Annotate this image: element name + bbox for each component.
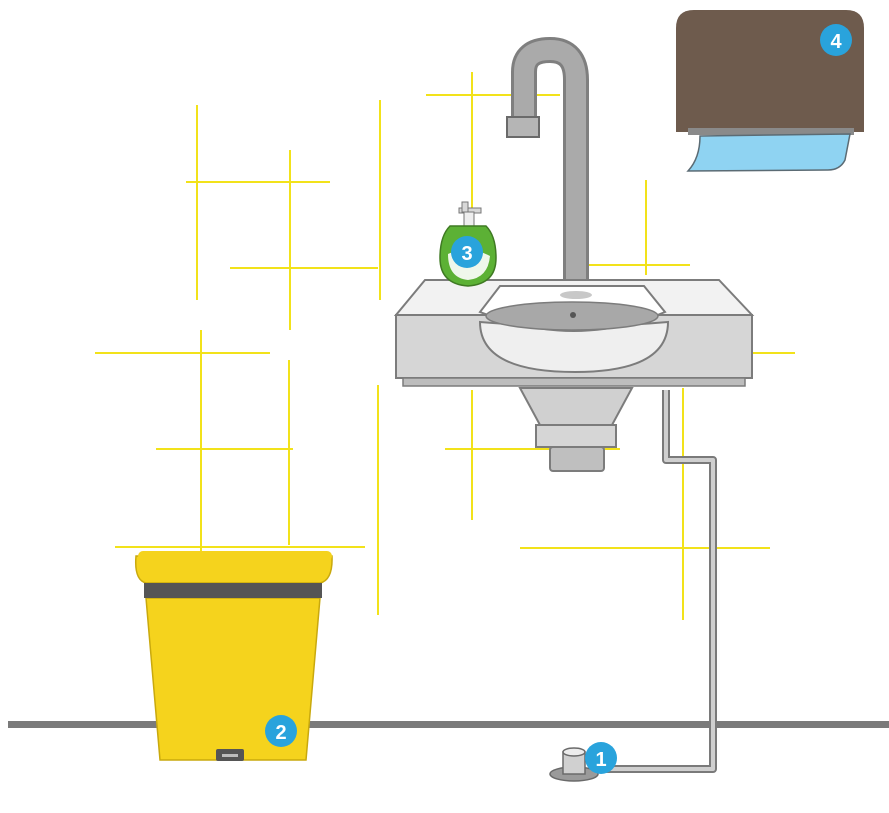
faucet xyxy=(507,50,576,295)
badge-1-label: 1 xyxy=(595,749,606,771)
sink xyxy=(396,280,752,471)
floor-line xyxy=(8,721,889,728)
badge-4-label: 4 xyxy=(830,31,842,53)
pedal-trash-bin xyxy=(136,551,332,761)
badge-3-label: 3 xyxy=(461,243,472,265)
badge-3: 3 xyxy=(451,236,483,268)
badge-2: 2 xyxy=(265,715,297,747)
badge-4: 4 xyxy=(820,24,852,56)
badge-2-label: 2 xyxy=(275,722,286,744)
badge-1: 1 xyxy=(585,742,617,774)
